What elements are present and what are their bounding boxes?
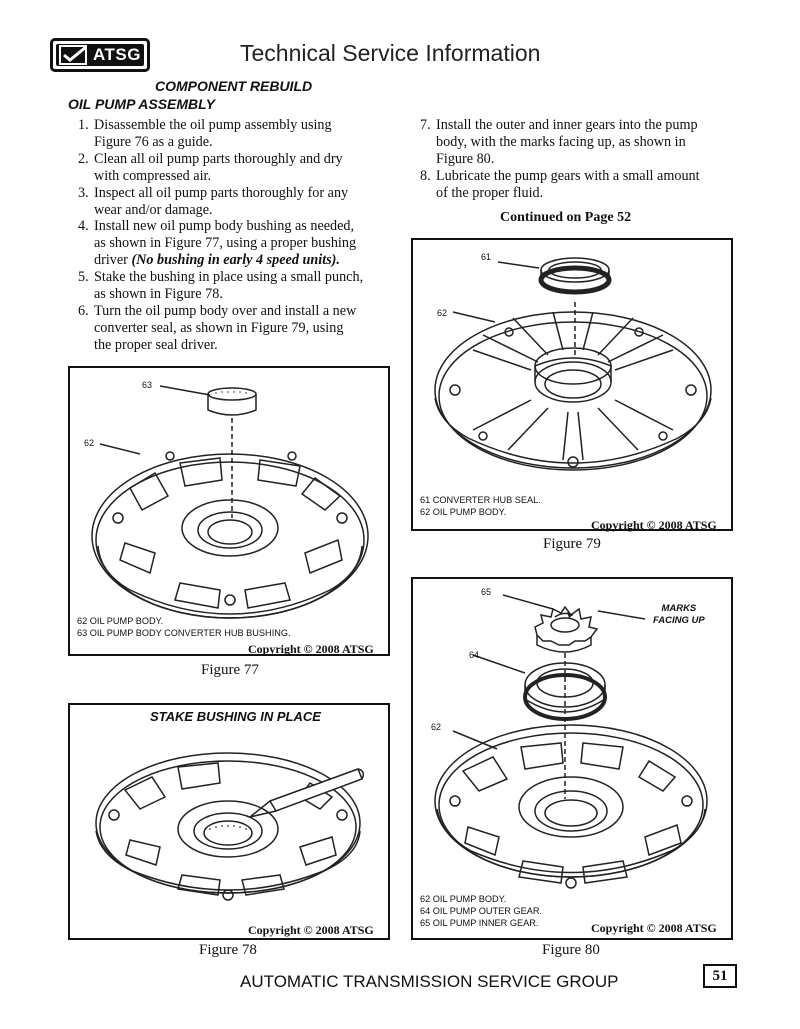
figure-78-title: STAKE BUSHING IN PLACE bbox=[150, 709, 321, 724]
callout-64: 64 bbox=[469, 650, 480, 660]
callout-62: 62 bbox=[437, 308, 448, 318]
figure-78: STAKE BUSHING IN PLACE Copyright © 2008 … bbox=[68, 703, 390, 940]
logo-text: ATSG bbox=[93, 45, 141, 64]
figure-78-copyright: Copyright © 2008 ATSG bbox=[248, 923, 374, 937]
steps-left: 1.Disassemble the oil pump assembly usin… bbox=[68, 117, 398, 354]
figure-80-legend: 62 OIL PUMP BODY.64 OIL PUMP OUTER GEAR.… bbox=[420, 894, 543, 928]
figure-77-caption: Figure 77 bbox=[201, 662, 259, 678]
figure-79: 61 62 61 CONVERTER HUB SEAL.62 OIL PUMP … bbox=[411, 238, 733, 532]
step-4: 4.Install new oil pump body bushing as n… bbox=[78, 218, 357, 269]
figure-79-legend: 61 CONVERTER HUB SEAL.62 OIL PUMP BODY. bbox=[420, 495, 541, 517]
figure-79-copyright: Copyright © 2008 ATSG bbox=[591, 518, 717, 532]
step-1: 1.Disassemble the oil pump assembly usin… bbox=[78, 117, 332, 150]
oil-pump-body-bushing-illustration bbox=[91, 385, 369, 619]
figure-79-caption: Figure 79 bbox=[543, 536, 601, 552]
step-5: 5.Stake the bushing in place using a sma… bbox=[78, 269, 364, 303]
callout-63: 63 bbox=[142, 380, 153, 390]
step-4-note: (No bushing in early 4 speed units). bbox=[131, 252, 340, 269]
steps-right: 7.Install the outer and inner gears into… bbox=[408, 117, 738, 202]
step-7: 7.Install the outer and inner gears into… bbox=[420, 117, 698, 167]
figure-77: 63 62 62 OIL PUMP BODY.63 OIL PUMP BODY … bbox=[68, 366, 390, 656]
continued-note: Continued on Page 52 bbox=[500, 210, 632, 225]
figure-80-caption: Figure 80 bbox=[542, 942, 600, 958]
step-8: 8.Lubricate the pump gears with a small … bbox=[420, 167, 700, 201]
checkmark-icon bbox=[59, 45, 87, 65]
page-number: 51 bbox=[703, 964, 737, 988]
callout-62: 62 bbox=[431, 722, 442, 732]
footer-text: AUTOMATIC TRANSMISSION SERVICE GROUP bbox=[240, 972, 619, 991]
figure-77-legend: 62 OIL PUMP BODY.63 OIL PUMP BODY CONVER… bbox=[77, 616, 291, 638]
stake-bushing-illustration bbox=[95, 752, 365, 901]
callout-62: 62 bbox=[84, 438, 95, 448]
callout-61: 61 bbox=[481, 252, 492, 262]
page-header-title: Technical Service Information bbox=[240, 40, 541, 66]
section-title: COMPONENT REBUILD bbox=[155, 78, 313, 94]
pump-gears-illustration bbox=[434, 594, 708, 889]
step-6: 6.Turn the oil pump body over and instal… bbox=[78, 302, 357, 353]
section-subtitle: OIL PUMP ASSEMBLY bbox=[68, 96, 216, 112]
atsg-logo: ATSG bbox=[50, 38, 150, 72]
step-2: 2.Clean all oil pump parts thoroughly an… bbox=[78, 150, 343, 184]
figure-78-caption: Figure 78 bbox=[199, 942, 257, 958]
figure-80-copyright: Copyright © 2008 ATSG bbox=[591, 921, 717, 935]
converter-seal-illustration bbox=[434, 257, 712, 471]
figure-77-copyright: Copyright © 2008 ATSG bbox=[248, 642, 374, 656]
callout-65: 65 bbox=[481, 587, 492, 597]
step-3: 3.Inspect all oil pump parts thoroughly … bbox=[78, 184, 349, 218]
